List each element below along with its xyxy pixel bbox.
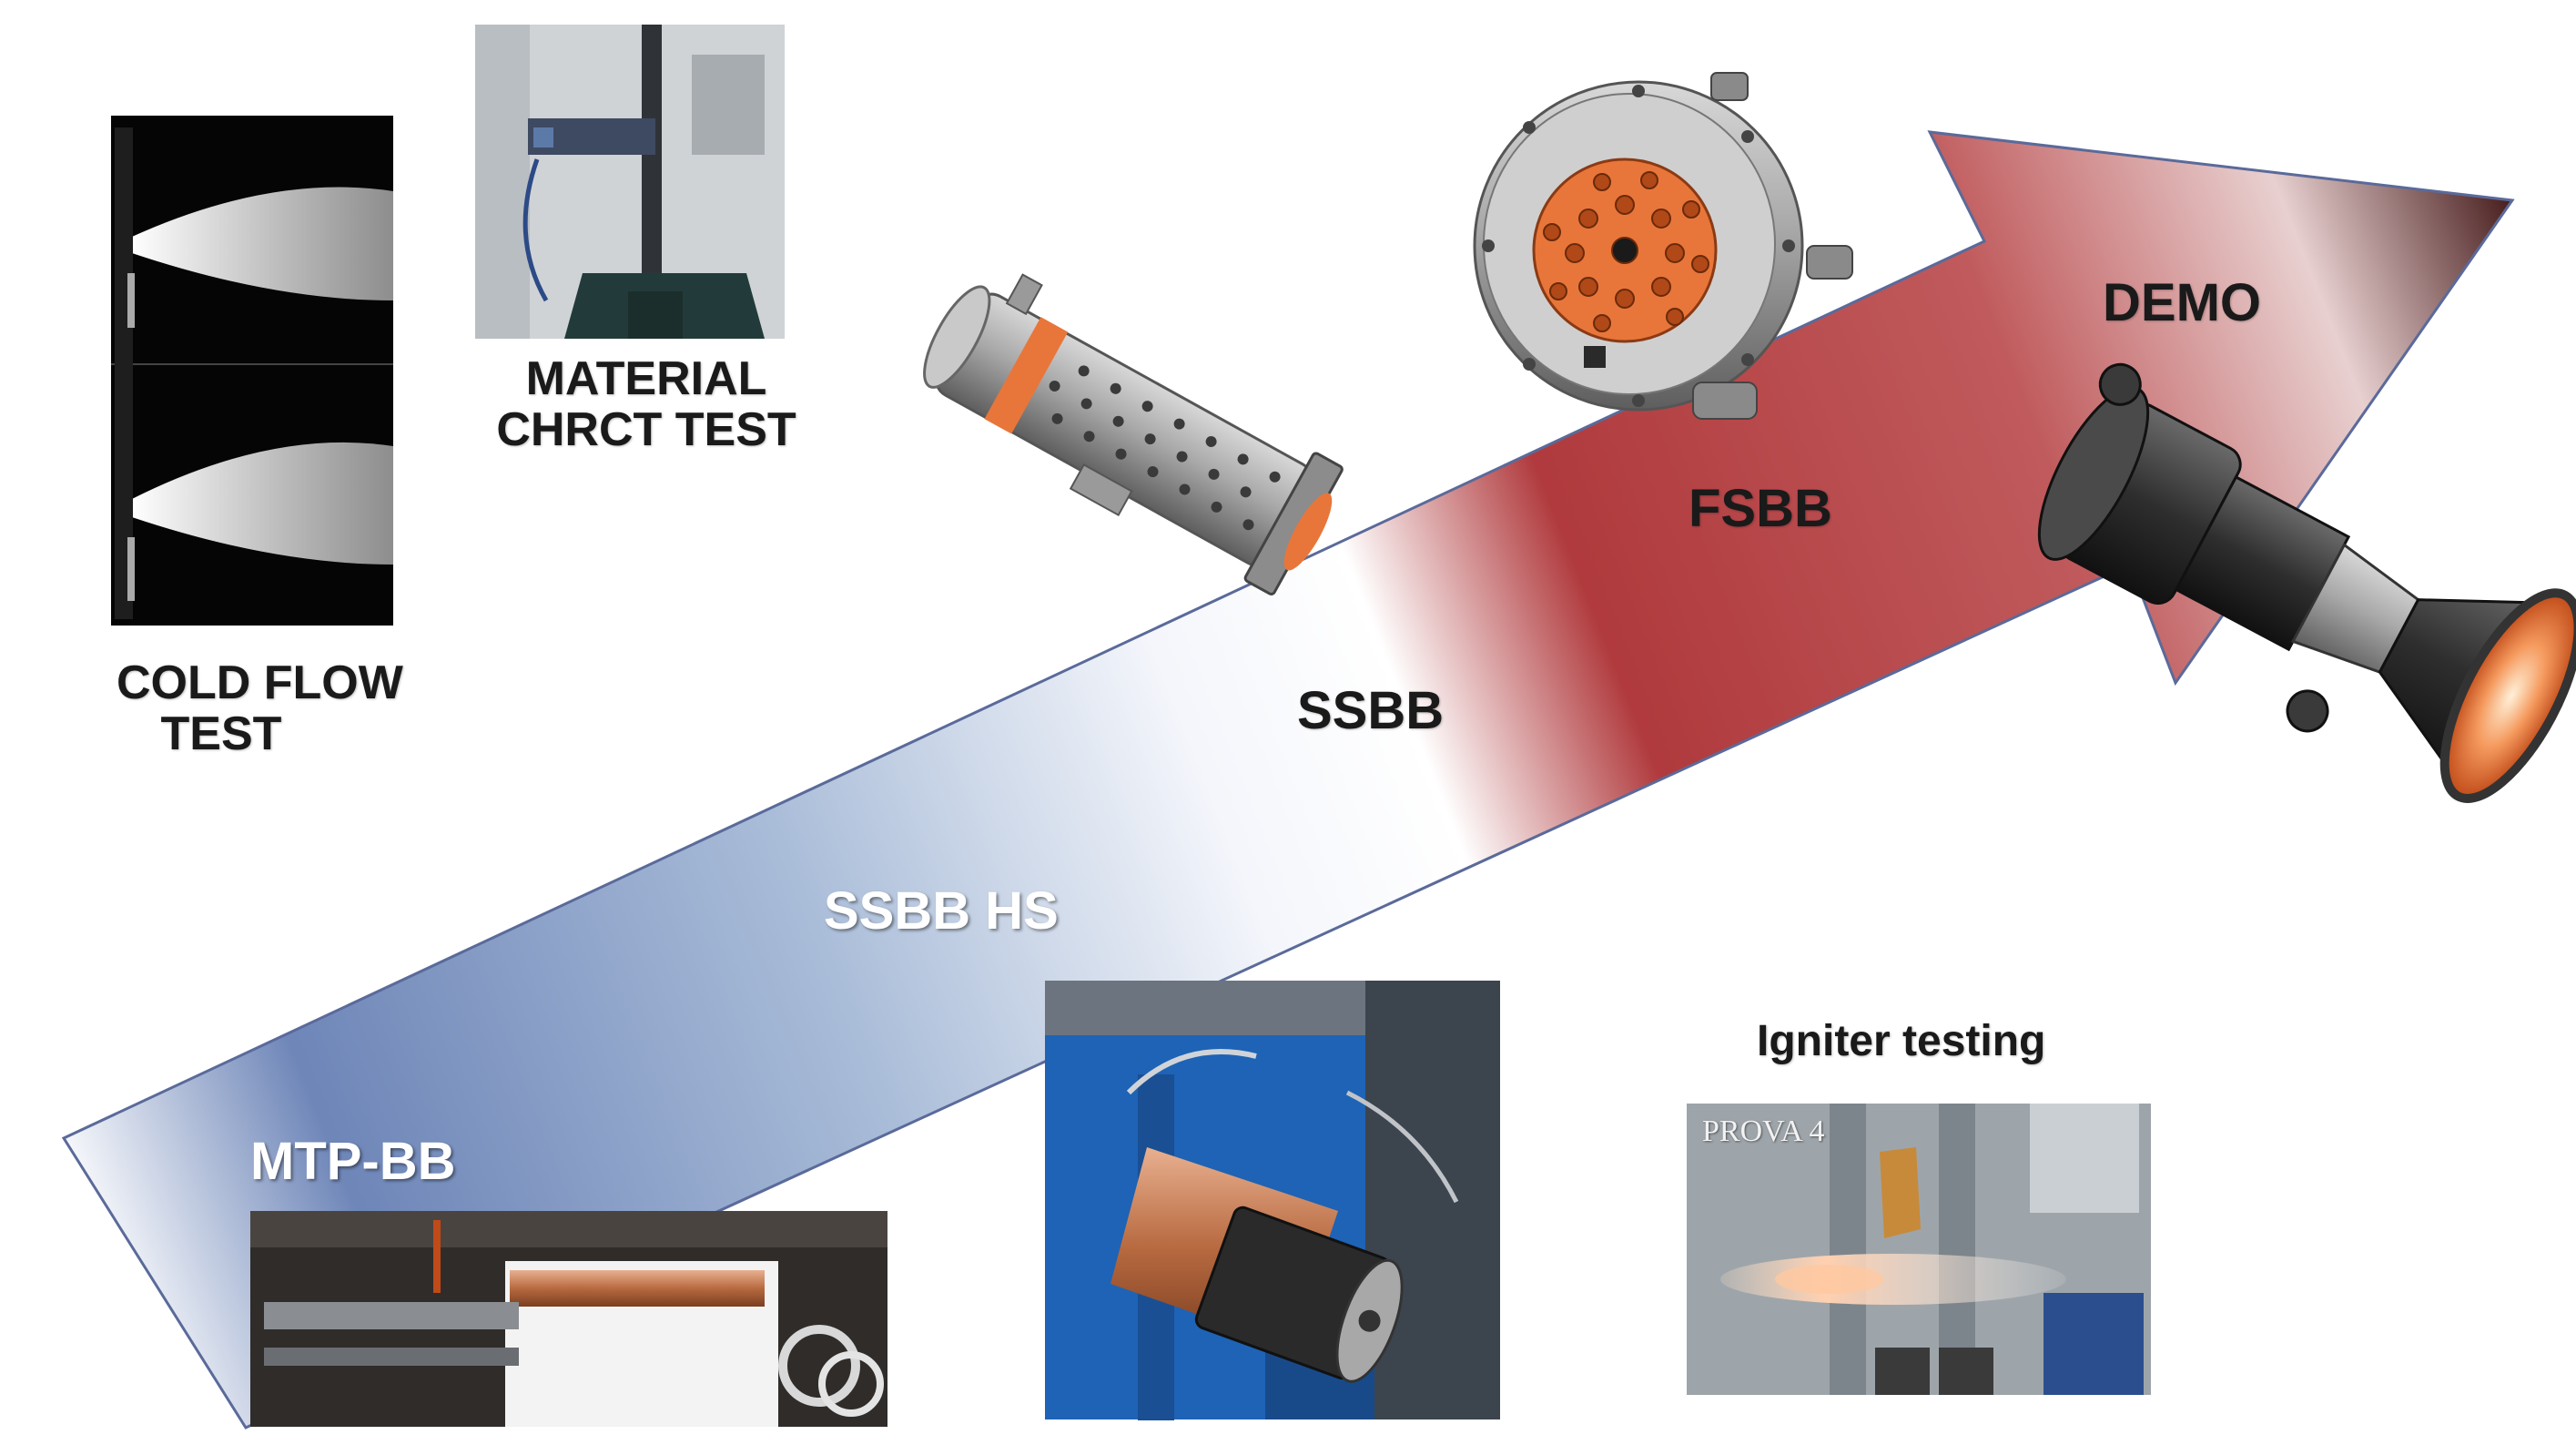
ssbb-hs-label: SSBB HS bbox=[824, 881, 1059, 941]
material-test-photo bbox=[475, 25, 785, 339]
cold-flow-label-line2: TEST bbox=[160, 707, 282, 761]
fsbb-label: FSBB bbox=[1689, 479, 1832, 538]
mtp-bb-label: MTP-BB bbox=[250, 1132, 456, 1191]
material-test-label-line1: MATERIAL bbox=[525, 352, 767, 405]
prova-4-caption: PROVA 4 bbox=[1702, 1114, 1825, 1148]
mtp-bb-photo bbox=[250, 1211, 887, 1427]
ssbb-combustor bbox=[923, 273, 1344, 595]
cold-flow-photo bbox=[111, 116, 393, 626]
material-test-label: MATERIAL CHRCT TEST bbox=[492, 353, 801, 455]
igniter-testing-label: Igniter testing bbox=[1757, 1017, 2046, 1065]
igniter-test-photo bbox=[1687, 1104, 2151, 1395]
ssbb-label: SSBB bbox=[1297, 681, 1445, 740]
demo-label: DEMO bbox=[2103, 273, 2261, 332]
cold-flow-label: COLD FLOW TEST bbox=[117, 656, 403, 761]
fsbb-injector bbox=[1473, 72, 1853, 420]
demo-engine bbox=[2037, 362, 2576, 803]
cold-flow-label-line1: COLD FLOW bbox=[117, 656, 403, 709]
material-test-label-line2: CHRCT TEST bbox=[496, 403, 796, 457]
ssbb-hs-test-photo bbox=[1045, 981, 1500, 1420]
